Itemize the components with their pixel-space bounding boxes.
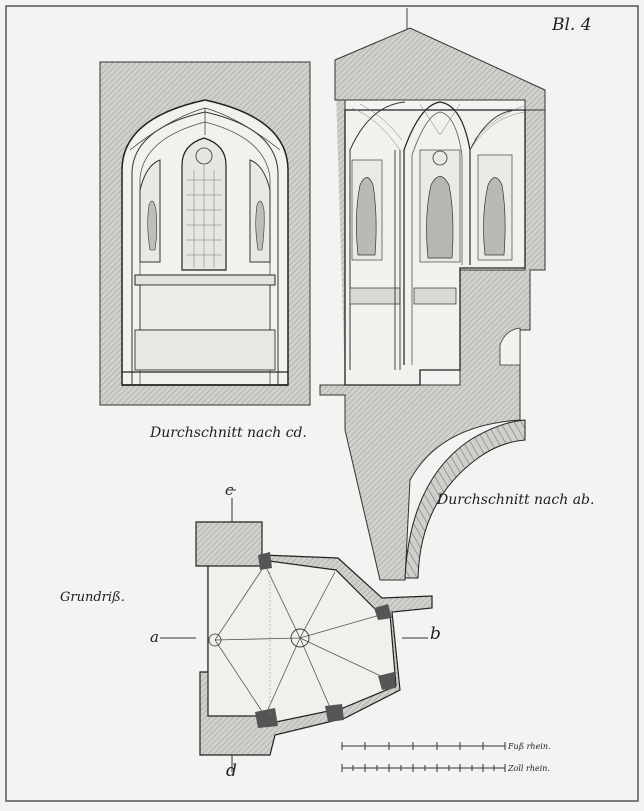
plan-mark-c: c: [225, 481, 234, 499]
plate-border: [5, 5, 639, 802]
scale-bars: [341, 742, 506, 772]
plan-mark-d: d: [226, 761, 237, 781]
plan-mark-b: b: [430, 624, 441, 644]
floor-plan-drawing: [160, 489, 433, 772]
plan-mark-a: a: [150, 628, 159, 646]
caption-section-ab: Durchschnitt nach ab.: [437, 492, 595, 508]
caption-plan: Grundriß.: [60, 590, 125, 605]
plate-number: Bl. 4: [552, 15, 592, 35]
section-cd-drawing: [99, 61, 311, 406]
scale-label-feet: Fuß rhein.: [508, 742, 551, 751]
scale-label-inches: Zoll rhein.: [508, 764, 550, 773]
caption-section-cd: Durchschnitt nach cd.: [150, 425, 307, 441]
section-ab-drawing: [319, 27, 546, 581]
